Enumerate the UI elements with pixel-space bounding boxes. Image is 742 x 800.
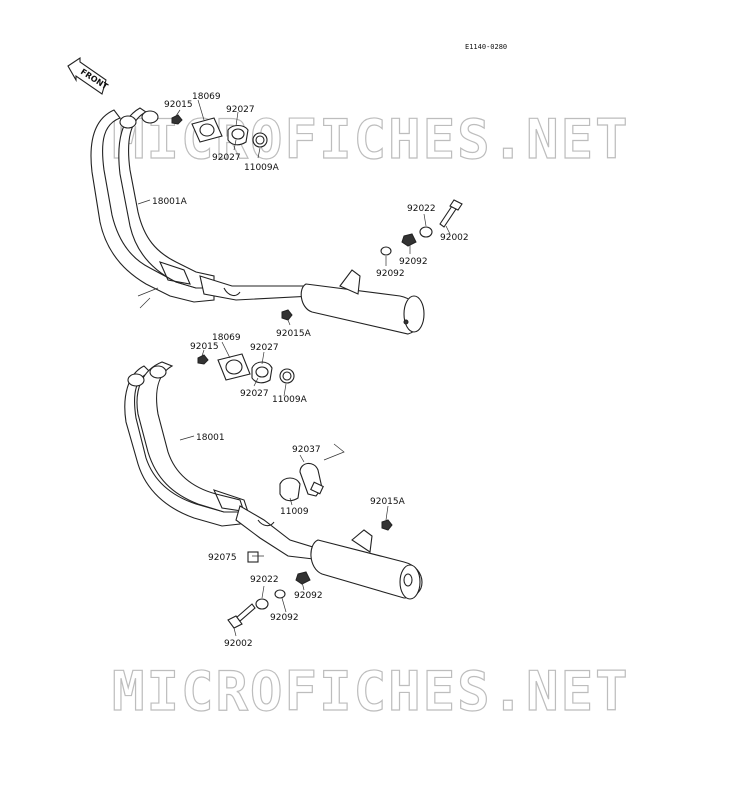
label-18001: 18001 [196, 433, 225, 443]
label-92015-lower: 92015 [190, 342, 219, 352]
collet-92027-lower [251, 361, 273, 384]
header-pipe-18001 [124, 361, 249, 527]
label-11009a-lower: 11009A [272, 395, 308, 405]
label-92027b-lower: 92027 [240, 389, 269, 399]
watermark-upper: MICROFICHES.NET [112, 108, 630, 171]
label-92002-lower: 92002 [224, 639, 253, 649]
label-11009a-upper: 11009A [244, 163, 280, 173]
damper-92075 [247, 551, 259, 563]
bolt-92002-upper [439, 199, 463, 228]
nut-92015a-upper [281, 309, 293, 321]
header-pipe-18001a [90, 107, 215, 303]
collar-92092-lower-a [295, 571, 311, 585]
label-92075: 92075 [208, 553, 237, 563]
clamp-92037 [299, 462, 324, 497]
collar-92092-upper-b [380, 246, 392, 256]
flange-18069-lower [217, 353, 251, 381]
diagram-code: E1140-0280 [465, 43, 507, 51]
muffler-upper [300, 269, 425, 335]
label-92092b-lower: 92092 [270, 613, 299, 623]
bolt-92002-lower [227, 603, 256, 629]
label-92092b-upper: 92092 [376, 269, 405, 279]
label-92022-lower: 92022 [250, 575, 279, 585]
nut-92015-lower [197, 354, 209, 365]
collar-92092-lower-b [274, 589, 286, 599]
collar-92092-upper-a [401, 233, 417, 247]
label-92037: 92037 [292, 445, 321, 455]
label-92015a-upper: 92015A [276, 329, 312, 339]
muffler-lower [310, 529, 423, 600]
label-92015-upper: 92015 [164, 100, 193, 110]
label-92092a-upper: 92092 [399, 257, 428, 267]
label-92027b-upper: 92027 [212, 153, 241, 163]
label-92015a-lower: 92015A [370, 497, 406, 507]
label-92027a-upper: 92027 [226, 105, 255, 115]
label-11009: 11009 [280, 507, 309, 517]
nut-92015a-lower [381, 519, 393, 531]
label-92022-upper: 92022 [407, 204, 436, 214]
mid-pipe-upper [199, 275, 313, 301]
flange-18069-upper [191, 117, 223, 143]
watermark-lower: MICROFICHES.NET [112, 660, 630, 723]
nut-92015-upper [171, 114, 183, 125]
label-18069-lower: 18069 [212, 333, 241, 343]
washer-92022-lower [255, 598, 269, 610]
label-18069-upper: 18069 [192, 92, 221, 102]
label-92002-upper: 92002 [440, 233, 469, 243]
gasket-11009 [279, 477, 301, 502]
label-92092a-lower: 92092 [294, 591, 323, 601]
collet-92027-upper [227, 124, 249, 146]
label-92027a-lower: 92027 [250, 343, 279, 353]
label-18001a: 18001A [152, 197, 188, 207]
lower-assembly: 92015 18069 92027 92027 11009A 18001 920… [124, 333, 423, 649]
upper-assembly: 92015 18069 92027 92027 11009A 18001A 92… [90, 92, 469, 339]
washer-92022-upper [419, 226, 433, 238]
front-arrow-icon: FRONT [67, 56, 110, 95]
